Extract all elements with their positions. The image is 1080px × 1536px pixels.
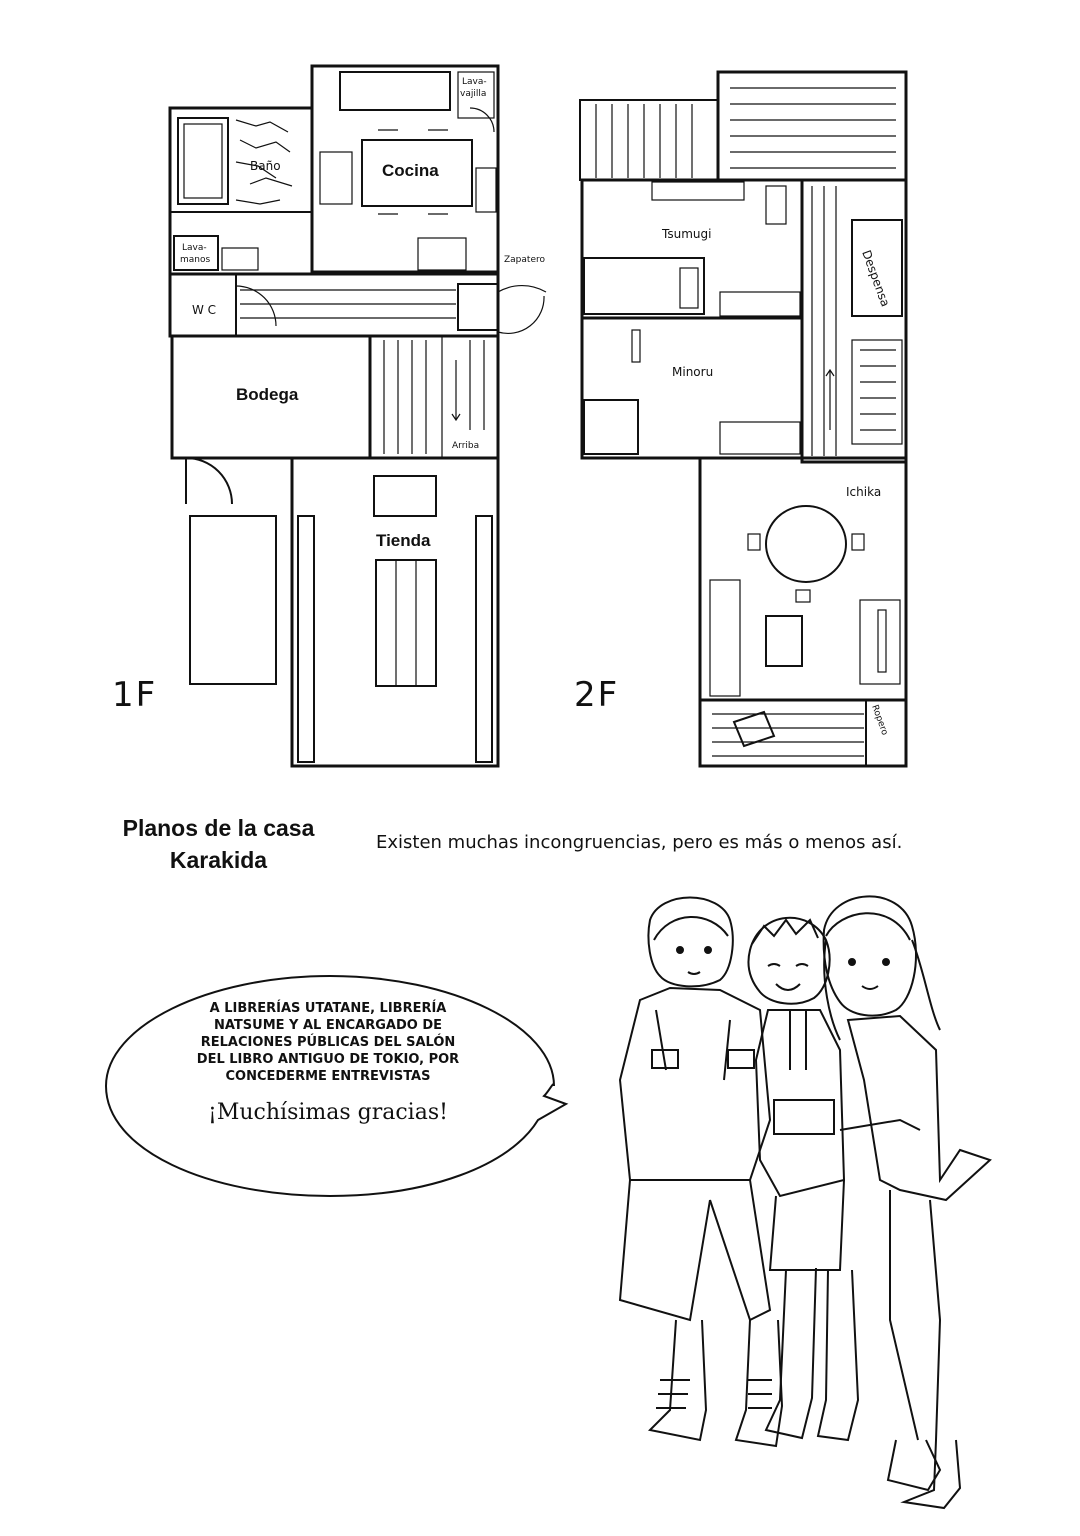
floor-plan-2f: [579, 70, 908, 768]
speech-bubble-shape: [104, 974, 569, 1198]
speech-line-1: A librerías Utatane, librería: [209, 1001, 447, 1016]
character-middle: [747, 916, 921, 1442]
plan-caption: Existen muchas incongruencias, pero es m…: [376, 832, 903, 853]
room-label-lavavajilla-2: vajilla: [460, 89, 486, 99]
room-label-minoru: Minoru: [672, 365, 713, 379]
speech-line-5: concederme entrevistas: [225, 1069, 431, 1084]
floor-plans: Baño Cocina Lava- vajilla Lava- manos Za…: [112, 64, 908, 768]
room-label-ichika: Ichika: [846, 485, 881, 499]
plan-title: Planos de la casa Karakida: [96, 812, 341, 876]
room-label-bano: Baño: [250, 159, 281, 173]
speech-line-4: del libro antiguo de Tokio, por: [196, 1052, 460, 1067]
room-label-bodega: Bodega: [236, 385, 299, 404]
room-label-lavamanos-1: Lava-: [182, 243, 207, 253]
three-girls-illustration: [618, 895, 992, 1510]
room-label-wc: W C: [192, 303, 216, 317]
room-label-tienda: Tienda: [376, 531, 431, 550]
room-label-cocina: Cocina: [382, 161, 439, 180]
speech-line-2: Natsume y al encargado de: [213, 1018, 442, 1033]
room-label-lavavajilla-1: Lava-: [462, 77, 487, 87]
plan-title-line-1: Planos de la casa: [122, 815, 315, 841]
room-label-lavamanos-2: manos: [180, 255, 210, 265]
room-label-despensa: Despensa: [859, 248, 892, 308]
room-label-tsumugi: Tsumugi: [661, 227, 711, 241]
floor-plan-1f: [168, 64, 547, 768]
floor-tag-2f: 2F: [574, 675, 619, 715]
floor-tag-1f: 1F: [112, 675, 157, 715]
room-label-ropero: Ropero: [869, 704, 889, 738]
speech-bubble-thanks: ¡Muchísimas gracias!: [208, 1100, 448, 1125]
speech-bubble-text: A librerías Utatane, librería Natsume y …: [178, 1000, 478, 1085]
plan-title-line-2: Karakida: [169, 847, 268, 873]
room-label-zapatero: Zapatero: [504, 255, 545, 265]
speech-line-3: relaciones públicas del Salón: [200, 1035, 456, 1050]
character-right: [822, 895, 992, 1510]
room-label-arriba: Arriba: [452, 441, 479, 451]
character-left: [618, 896, 784, 1448]
